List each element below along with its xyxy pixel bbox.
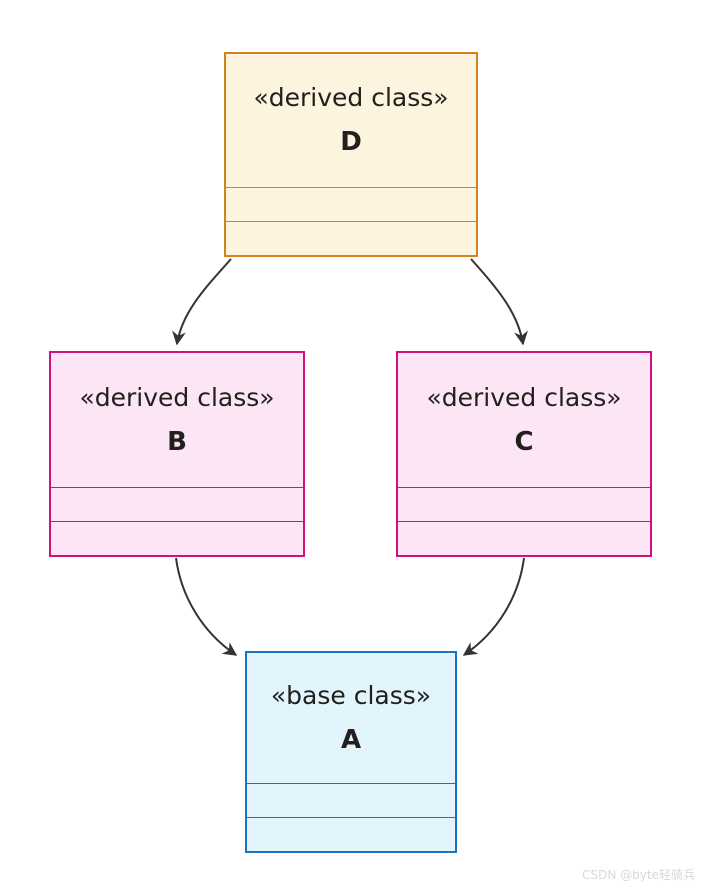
stereotype-label: «derived class»	[253, 83, 449, 113]
edge-c-to-a	[462, 557, 525, 656]
attributes-compartment	[247, 783, 455, 817]
attributes-compartment	[51, 487, 303, 521]
stereotype-label: «base class»	[270, 680, 432, 710]
edge-d-to-c	[470, 258, 528, 346]
class-title-b: «derived class» B	[51, 353, 303, 487]
class-name-label: B	[167, 426, 187, 457]
methods-compartment	[398, 521, 650, 555]
stereotype-label: «derived class»	[79, 382, 275, 412]
edge-b-to-a	[175, 557, 238, 656]
class-node-a: «base class» A	[245, 651, 457, 853]
class-node-d: «derived class» D	[224, 52, 478, 257]
class-title-c: «derived class» C	[398, 353, 650, 487]
class-title-d: «derived class» D	[226, 54, 476, 187]
class-title-a: «base class» A	[247, 653, 455, 783]
class-node-c: «derived class» C	[396, 351, 652, 557]
stereotype-label: «derived class»	[426, 382, 622, 412]
class-name-label: A	[340, 724, 362, 755]
class-name-label: D	[340, 127, 362, 158]
methods-compartment	[51, 521, 303, 555]
class-name-label: C	[514, 426, 534, 457]
edge-d-to-b	[172, 258, 232, 346]
methods-compartment	[226, 221, 476, 255]
watermark: CSDN @byte轻骑兵	[582, 868, 695, 882]
attributes-compartment	[398, 487, 650, 521]
class-node-b: «derived class» B	[49, 351, 305, 557]
attributes-compartment	[226, 187, 476, 221]
methods-compartment	[247, 817, 455, 851]
